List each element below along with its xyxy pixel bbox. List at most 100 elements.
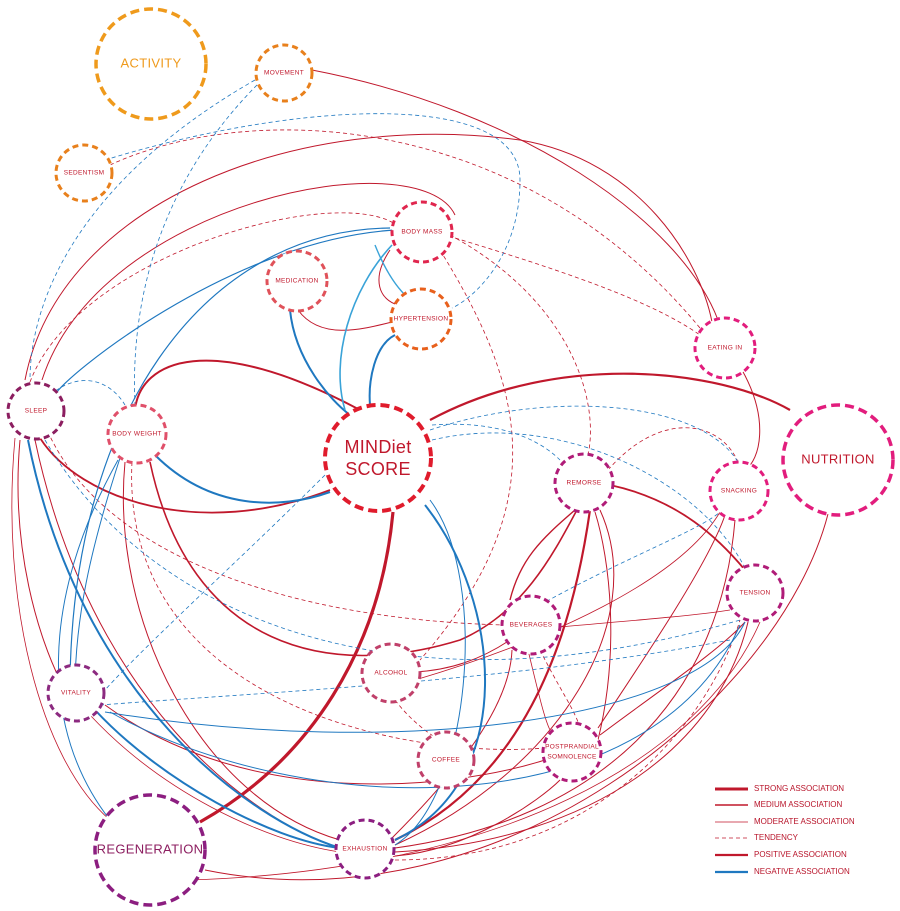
edge-vitality-exhaustion-neg [94,709,341,849]
edge-bodymass-vitality [69,227,391,691]
legend-item-tendency: TENDENCY [715,833,799,842]
node-body-mass-label: BODY MASS [401,229,443,236]
edge-bodymass-mind [339,244,393,411]
edge-eatingin-snacking [741,369,761,471]
edge-remorse-beverages [509,509,576,601]
legend: STRONG ASSOCIATION MEDIUM ASSOCIATION MO… [715,784,855,876]
edge-sedentism-eatingin [109,129,701,329]
node-mindiet-label-2: SCORE [345,459,411,479]
node-activity: ACTIVITY [94,7,208,121]
edge-exhaustion-tension-tend [394,619,741,861]
edge-sleep-regeneration [11,437,111,821]
edge-bodyweight-exhaustion [122,461,341,841]
edge-bodyweight-postprandial [131,461,546,750]
node-postprandial-label-1: POSTPRANDIAL [545,744,599,751]
node-regeneration: REGENERATION [93,793,207,907]
legend-label-positive: POSITIVE ASSOCIATION [754,850,847,859]
node-remorse-label: REMORSE [567,480,602,487]
edge-medication-hypertension [297,309,393,331]
node-vitality: VITALITY [46,663,106,723]
edge-vitality-beverages [99,639,731,706]
edge-postprandial-snacking [597,514,726,729]
edge-movement-eatingin [311,69,719,321]
legend-item-negative: NEGATIVE ASSOCIATION [715,867,850,876]
edge-mind-exhaustion-2 [394,499,466,846]
node-movement: MOVEMENT [254,43,314,103]
edge-sleep-tension-tend [44,439,741,661]
edge-beverages-alcohol [414,639,511,673]
edge-hypertension-mind [368,334,396,406]
node-snacking-label: SNACKING [721,488,757,495]
edge-sleep-bodymass [41,182,456,381]
node-exhaustion-label: EXHAUSTION [342,846,387,853]
edge-beverages-tension [547,609,731,629]
legend-label-medium: MEDIUM ASSOCIATION [754,800,843,809]
edge-exhaustion-beverages [391,649,513,839]
edge-sleep-vitality [17,439,61,681]
edge-sleep-exhaustion-neg [27,439,341,849]
legend-item-moderate: MODERATE ASSOCIATION [715,817,855,826]
edge-exhaustion-remorse [394,509,615,846]
edge-mind-nutrition [429,372,791,421]
edge-nutrition-regeneration [204,513,829,881]
legend-label-tendency: TENDENCY [754,833,799,842]
edge-exhaustion-snacking [394,519,736,849]
node-mindiet-label-1: MINDiet [344,437,411,457]
node-vitality-label: VITALITY [61,690,91,697]
nodes: ACTIVITY MOVEMENT SEDENTISM BODY MASS ME… [6,7,895,907]
node-nutrition-label: NUTRITION [801,451,874,466]
node-mindiet-score: MINDiet SCORE [323,403,433,513]
node-body-weight: BODY WEIGHT [106,403,168,465]
edge-sleep-bodymass-tendency [29,212,401,383]
node-sedentism: SEDENTISM [54,143,114,203]
edge-sleep-bodyweight-tend [49,380,126,406]
edge-mind-snacking [429,405,739,463]
edge-mind-tension [431,432,746,569]
edge-exhaustion-tension [394,621,749,853]
node-regeneration-label: REGENERATION [97,841,204,856]
edge-remorse-tension [609,484,746,571]
edge-bodyweight-mind [149,461,586,657]
edge-bodyweight-mind-neg [154,454,331,504]
node-alcohol: ALCOHOL [360,642,422,704]
edge-remorse-snacking [607,427,739,471]
edge-beverages-snacking [539,511,721,606]
edge-vitality-tension [104,621,746,733]
legend-item-positive: POSITIVE ASSOCIATION [715,850,847,859]
edge-mind-bodymass [134,359,361,411]
edge-postprandial-tension [599,621,746,736]
edge-alcohol-snacking [414,511,721,681]
edge-regeneration-vitality-tension [109,624,741,789]
edge-bodymass-hypertension [378,249,399,306]
legend-label-strong: STRONG ASSOCIATION [754,784,844,793]
edge-medication-mind [289,309,351,416]
node-beverages-label: BEVERAGES [510,622,553,629]
node-sleep-label: SLEEP [25,408,47,415]
node-alcohol-label: ALCOHOL [374,670,407,677]
edge-vitality-postprandial [104,704,546,785]
edge-sleep-mind [39,437,331,514]
node-nutrition: NUTRITION [781,403,895,517]
edge-regeneration-tension [189,621,761,881]
node-tension-label: TENSION [740,590,771,597]
legend-label-negative: NEGATIVE ASSOCIATION [754,867,850,876]
node-coffee-label: COFFEE [432,757,461,764]
node-postprandial-somnolence: POSTPRANDIAL SOMNOLENCE [541,721,603,783]
legend-item-strong: STRONG ASSOCIATION [715,784,844,793]
edge-remorse-exhaustion [394,509,592,841]
edge-sleep-beverages-tend [44,424,506,626]
edge-beverages-postprandial [527,649,551,731]
edge-postprandial-remorse [594,511,612,741]
node-medication-label: MEDICATION [275,278,318,285]
edge-alcohol-coffee [394,699,441,741]
node-sedentism-label: SEDENTISM [64,170,105,177]
node-body-weight-label: BODY WEIGHT [112,431,161,438]
node-movement-label: MOVEMENT [264,70,304,77]
edge-mind-remorse [431,423,561,461]
edge-bodymass-eatingin [454,237,701,336]
edges [11,69,829,881]
node-tension: TENSION [725,563,785,623]
node-exhaustion: EXHAUSTION [334,818,396,880]
node-eating-in: EATING IN [693,316,757,380]
